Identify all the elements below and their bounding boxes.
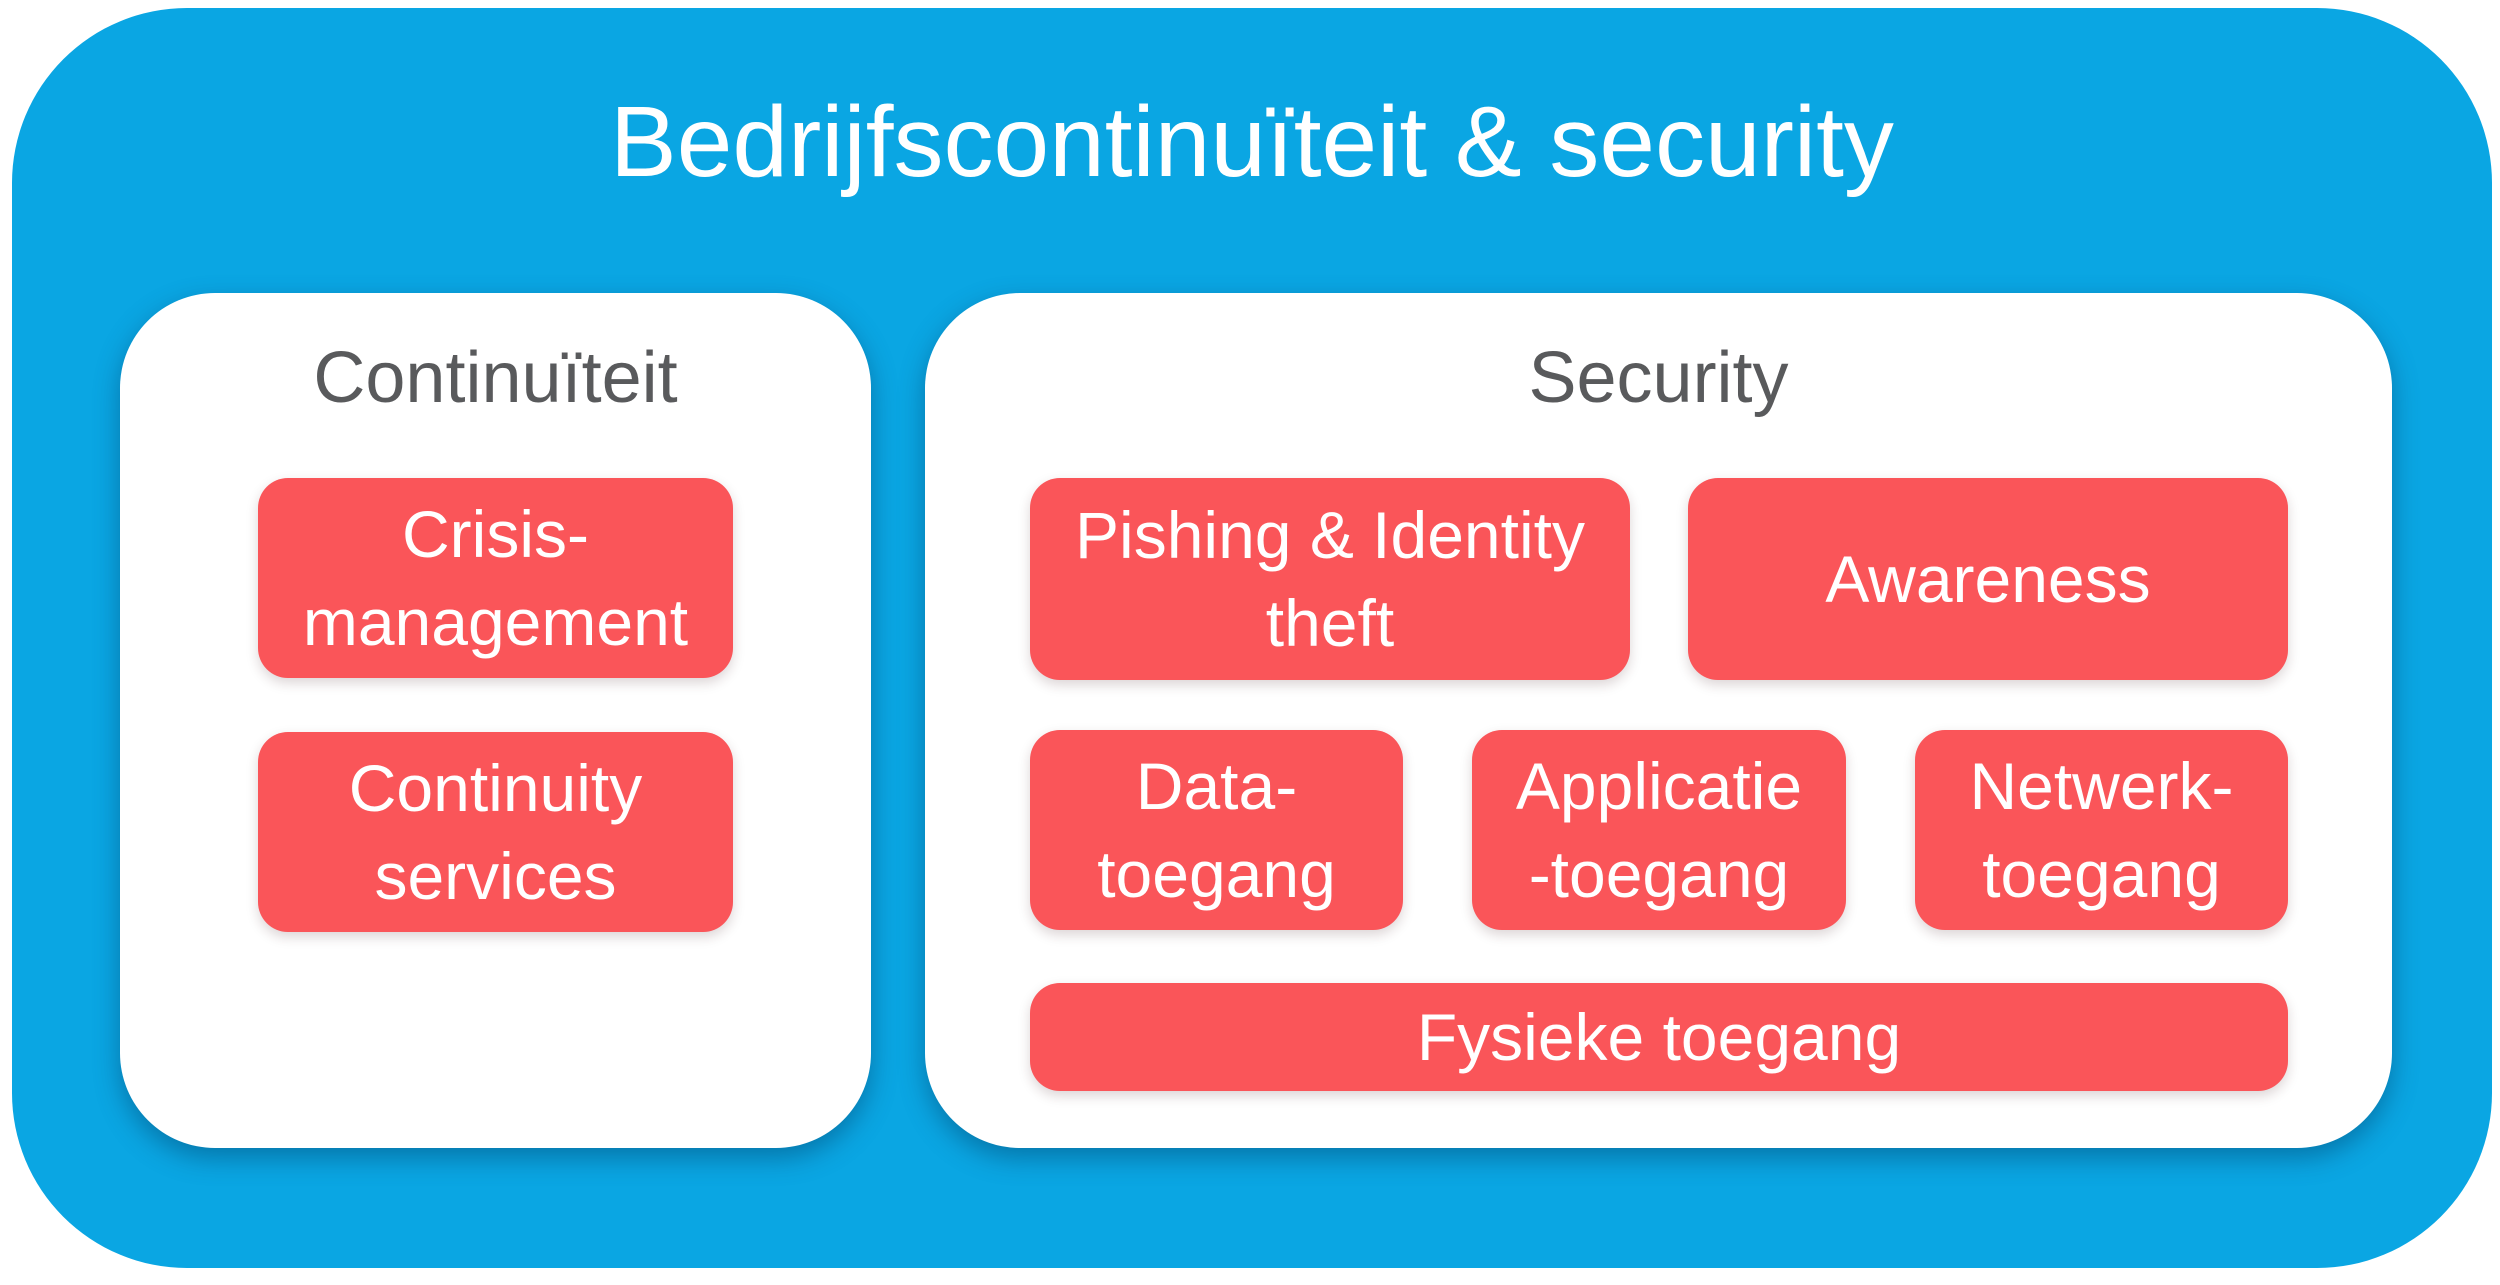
box-pishing-identity-theft: Pishing & Identity theft	[1030, 478, 1630, 680]
box-fysieke-toegang: Fysieke toegang	[1030, 983, 2288, 1091]
box-netwerk-toegang: Netwerk- toegang	[1915, 730, 2288, 930]
box-data-toegang: Data- toegang	[1030, 730, 1403, 930]
diagram-title: Bedrijfscontinuïteit & security	[610, 86, 1894, 198]
security-panel: Security Pishing & Identity theft Awaren…	[925, 293, 2392, 1148]
security-panel-title: Security	[1528, 338, 1789, 418]
box-crisis-management: Crisis- management	[258, 478, 733, 678]
box-continuity-services: Continuity services	[258, 732, 733, 932]
box-applicatie-toegang: Applicatie -toegang	[1472, 730, 1846, 930]
blue-background-board: Bedrijfscontinuïteit & security Continuï…	[12, 8, 2492, 1268]
box-awareness: Awareness	[1688, 478, 2288, 680]
continuity-panel: Continuïteit Crisis- management Continui…	[120, 293, 871, 1148]
continuity-panel-title: Continuïteit	[313, 338, 678, 418]
